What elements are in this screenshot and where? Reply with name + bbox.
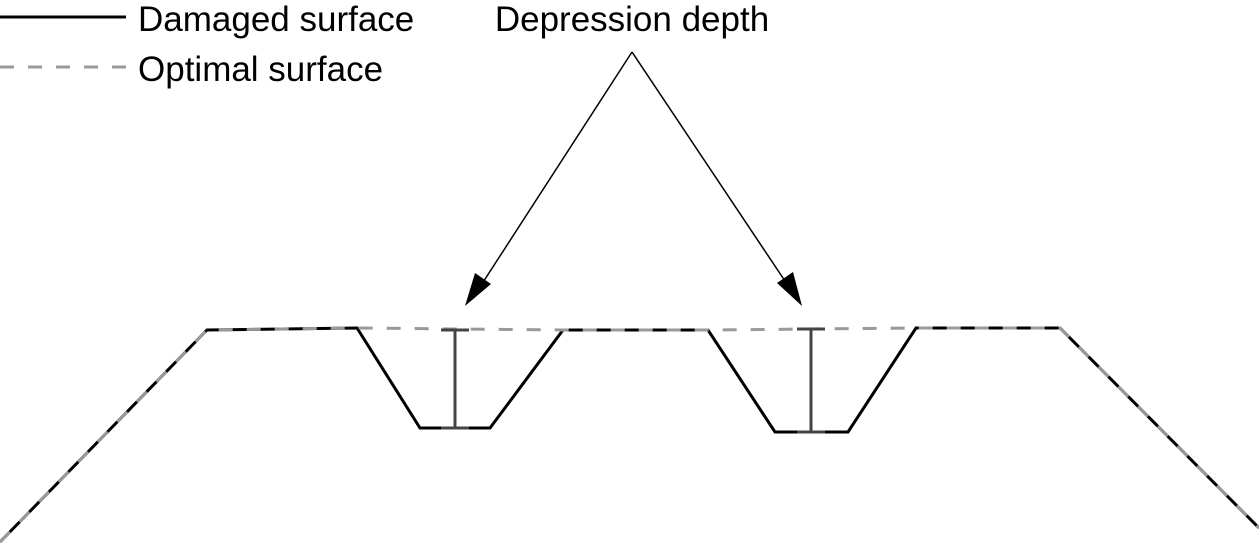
depression-depth-label: Depression depth: [495, 0, 769, 39]
arrow-left: [465, 51, 633, 306]
legend-damaged-label: Damaged surface: [138, 0, 414, 39]
legend: Damaged surface Optimal surface: [0, 0, 414, 89]
legend-optimal-label: Optimal surface: [138, 50, 383, 89]
arrow-right: [631, 51, 802, 306]
optimal-surface-line: [0, 326, 1259, 544]
depth-marker-right: [797, 327, 825, 434]
damaged-surface-line: [0, 326, 1259, 544]
depth-marker-left: [441, 328, 469, 430]
